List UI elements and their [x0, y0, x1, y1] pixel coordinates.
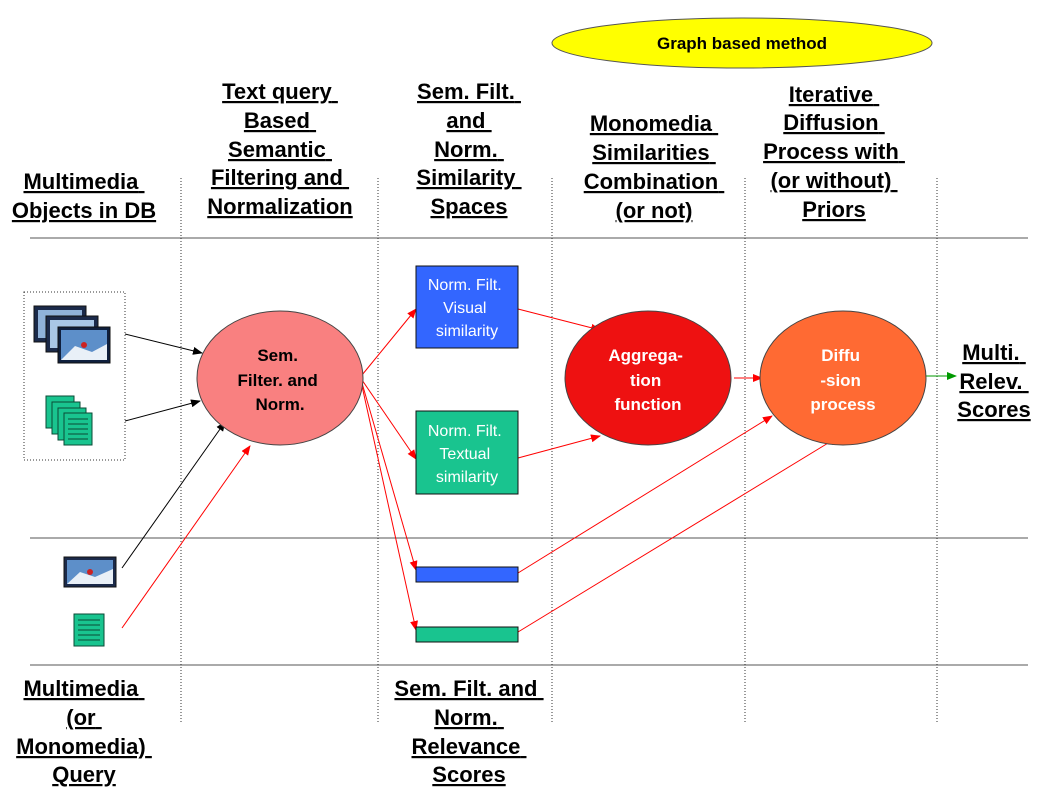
footer-relevance-scores: Sem. Filt. and Norm. Relevance Scores	[394, 676, 543, 787]
arrow-textual-scores-to-diffusion	[517, 436, 839, 633]
arrow-textual-to-aggregation	[517, 434, 601, 459]
document-stack-icon	[45, 395, 93, 446]
textual-relevance-bar	[415, 626, 519, 643]
query-image-icon	[63, 556, 117, 588]
flow-arrows	[121, 308, 957, 633]
arrow-filter-to-textual-scores	[361, 385, 418, 631]
aggregation-node: Aggrega- tion function	[564, 310, 732, 446]
visual-similarity-label: Norm. Filt. Visual similarity	[428, 277, 506, 340]
diffusion-node: Diffu -sion process	[759, 310, 927, 446]
arrow-visual-to-aggregation	[517, 308, 601, 332]
semantic-filter-label: Sem. Filter. and Norm.	[237, 346, 322, 414]
arrow-docs-to-filter	[124, 399, 201, 422]
image-stack-icon	[33, 305, 111, 364]
textual-similarity-box: Norm. Filt. Textual similarity	[415, 410, 519, 495]
visual-relevance-bar	[415, 566, 519, 583]
header-multimedia-objects: Multimedia Objects in DB	[12, 169, 156, 223]
aggregation-label: Aggrega- tion function	[608, 346, 687, 414]
graph-method-label: Graph based method	[657, 34, 827, 53]
diffusion-label: Diffu -sion process	[810, 346, 875, 414]
header-text-query-filtering: Text query Based Semantic Filtering and …	[207, 79, 352, 219]
arrow-filter-to-visual	[361, 308, 417, 376]
visual-similarity-box: Norm. Filt. Visual similarity	[415, 265, 519, 349]
header-iterative-diffusion: Iterative Diffusion Process with (or wit…	[763, 82, 905, 222]
graph-method-badge: Graph based method	[551, 17, 933, 69]
header-multi-relevance-scores: Multi. Relev. Scores	[957, 340, 1030, 422]
arrow-filter-to-textual	[361, 379, 417, 460]
database-container	[23, 291, 126, 461]
arrow-images-to-filter	[124, 333, 203, 355]
header-monomedia-combination: Monomedia Similarities Combination (or n…	[584, 111, 725, 223]
arrow-filter-to-visual-scores	[361, 382, 418, 571]
column-dividers	[180, 178, 938, 722]
arrow-query-image-to-filter	[121, 421, 226, 569]
semantic-filter-node: Sem. Filter. and Norm.	[196, 310, 364, 446]
query-document-icon	[73, 613, 105, 647]
arrow-query-doc-to-filter	[121, 445, 251, 629]
arrow-visual-scores-to-diffusion	[517, 415, 773, 574]
textual-similarity-label: Norm. Filt. Textual similarity	[428, 423, 506, 486]
header-similarity-spaces: Sem. Filt. and Norm. Similarity Spaces	[416, 79, 521, 219]
footer-query: Multimedia (or Monomedia) Query	[16, 676, 152, 787]
